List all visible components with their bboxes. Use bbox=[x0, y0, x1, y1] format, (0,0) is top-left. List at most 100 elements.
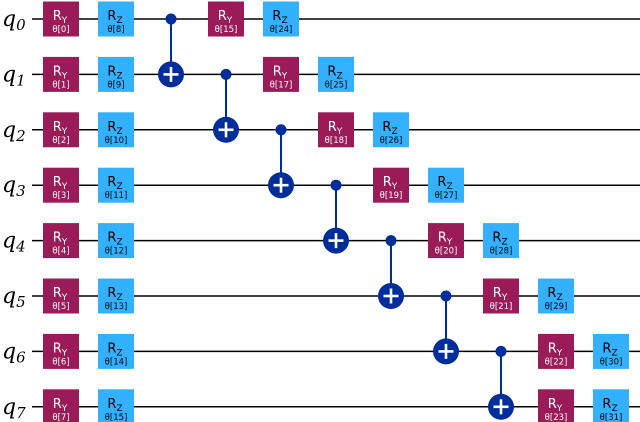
gate-param: θ[4] bbox=[52, 247, 69, 257]
cnot-gate-3 bbox=[323, 179, 349, 254]
gate-name: RZ bbox=[107, 64, 122, 81]
gate-name-letter: R bbox=[107, 231, 116, 246]
gate-box bbox=[538, 278, 574, 314]
gate-name-letter: R bbox=[53, 397, 62, 412]
gate-box bbox=[98, 56, 134, 92]
gate-name-letter: R bbox=[273, 64, 282, 79]
gate-name-sub: Y bbox=[226, 16, 233, 26]
gate-ry-3: RYθ[3] bbox=[43, 167, 79, 203]
gate-box bbox=[43, 389, 79, 422]
gate-name-sub: Y bbox=[61, 16, 68, 26]
qubit-label-name: q bbox=[2, 229, 16, 254]
cnot-control-dot bbox=[495, 345, 507, 357]
cnot-control-dot bbox=[440, 290, 452, 302]
gate-rz-14: RZθ[14] bbox=[98, 333, 134, 369]
gate-name-letter: R bbox=[53, 9, 62, 24]
gate-param: θ[14] bbox=[105, 357, 128, 367]
gate-name-sub: Y bbox=[61, 293, 68, 303]
gate-param: θ[8] bbox=[107, 25, 124, 35]
gate-rz-17: RZθ[24] bbox=[263, 1, 299, 37]
gate-ry-4: RYθ[4] bbox=[43, 223, 79, 259]
gate-ry-2: RYθ[2] bbox=[43, 112, 79, 148]
qubit-label-2: q2 bbox=[2, 118, 26, 145]
gate-name: RY bbox=[383, 175, 398, 192]
gate-name-sub: Z bbox=[446, 182, 452, 192]
gate-name: RY bbox=[53, 286, 68, 303]
gate-rz-11: RZθ[11] bbox=[98, 167, 134, 203]
gate-box bbox=[208, 1, 244, 37]
gate-box bbox=[98, 223, 134, 259]
gate-name: RY bbox=[53, 64, 68, 81]
gate-rz-19: RZθ[25] bbox=[318, 56, 354, 92]
gate-param: θ[7] bbox=[52, 413, 69, 422]
qubit-label-index: 0 bbox=[16, 16, 26, 34]
qubit-label-0: q0 bbox=[2, 7, 26, 34]
gate-name-letter: R bbox=[53, 341, 62, 356]
qubit-label-index: 4 bbox=[15, 238, 26, 256]
gate-param: θ[1] bbox=[52, 80, 69, 90]
gate-ry-20: RYθ[18] bbox=[318, 112, 354, 148]
gate-name-sub: Y bbox=[391, 182, 398, 192]
gate-box bbox=[318, 112, 354, 148]
gate-rz-29: RZθ[30] bbox=[593, 333, 629, 369]
gate-name-letter: R bbox=[383, 175, 392, 190]
gate-name-letter: R bbox=[107, 175, 116, 190]
gate-name-letter: R bbox=[53, 231, 62, 246]
gate-name: RY bbox=[493, 286, 508, 303]
gate-name-sub: Z bbox=[116, 404, 122, 414]
gate-name-letter: R bbox=[548, 341, 557, 356]
qubit-label-7: q7 bbox=[2, 395, 26, 422]
gate-box bbox=[483, 278, 519, 314]
gate-name: RZ bbox=[107, 286, 122, 303]
gate-name: RZ bbox=[107, 397, 122, 414]
gate-param: θ[15] bbox=[105, 413, 128, 422]
cnot-control-dot bbox=[330, 179, 342, 191]
gate-name-sub: Z bbox=[611, 348, 617, 358]
gate-name-sub: Y bbox=[501, 293, 508, 303]
gate-param: θ[31] bbox=[600, 413, 623, 422]
gate-name-sub: Z bbox=[116, 238, 122, 248]
gate-name: RY bbox=[53, 9, 68, 26]
gate-rz-25: RZθ[28] bbox=[483, 223, 519, 259]
gate-name-sub: Y bbox=[61, 348, 68, 358]
gate-name: RY bbox=[438, 231, 453, 248]
gate-name: RY bbox=[548, 397, 563, 414]
gate-param: θ[12] bbox=[105, 247, 128, 257]
gate-name-letter: R bbox=[53, 286, 62, 301]
gate-name-letter: R bbox=[492, 231, 501, 246]
gate-name-letter: R bbox=[53, 175, 62, 190]
gate-box bbox=[98, 278, 134, 314]
gate-param: θ[3] bbox=[52, 191, 69, 201]
gate-name: RZ bbox=[602, 341, 617, 358]
gate-name: RZ bbox=[272, 9, 287, 26]
gate-box bbox=[43, 333, 79, 369]
gate-param: θ[29] bbox=[545, 302, 568, 312]
gate-box bbox=[43, 1, 79, 37]
cnot-gate-5 bbox=[433, 290, 459, 365]
cnot-control-dot bbox=[220, 68, 232, 80]
gate-ry-18: RYθ[17] bbox=[263, 56, 299, 92]
gate-name: RZ bbox=[327, 64, 342, 81]
gate-name: RZ bbox=[107, 9, 122, 26]
gate-name-letter: R bbox=[602, 397, 611, 412]
gate-name-letter: R bbox=[493, 286, 502, 301]
gate-box bbox=[98, 333, 134, 369]
gate-box bbox=[43, 223, 79, 259]
gate-ry-1: RYθ[1] bbox=[43, 56, 79, 92]
gate-ry-26: RYθ[21] bbox=[483, 278, 519, 314]
gate-param: θ[26] bbox=[380, 136, 403, 146]
gate-name: RY bbox=[53, 120, 68, 137]
gate-box bbox=[263, 56, 299, 92]
gate-name: RY bbox=[328, 120, 343, 137]
cnot-gate-0 bbox=[158, 13, 184, 88]
gate-name-letter: R bbox=[107, 341, 116, 356]
gate-name-sub: Y bbox=[61, 127, 68, 137]
gate-name-letter: R bbox=[327, 64, 336, 79]
qubit-label-1: q1 bbox=[2, 62, 26, 89]
gate-name-letter: R bbox=[53, 120, 62, 135]
gate-param: θ[5] bbox=[52, 302, 69, 312]
gate-name-letter: R bbox=[438, 231, 447, 246]
gate-name: RZ bbox=[492, 231, 507, 248]
gate-name-letter: R bbox=[602, 341, 611, 356]
